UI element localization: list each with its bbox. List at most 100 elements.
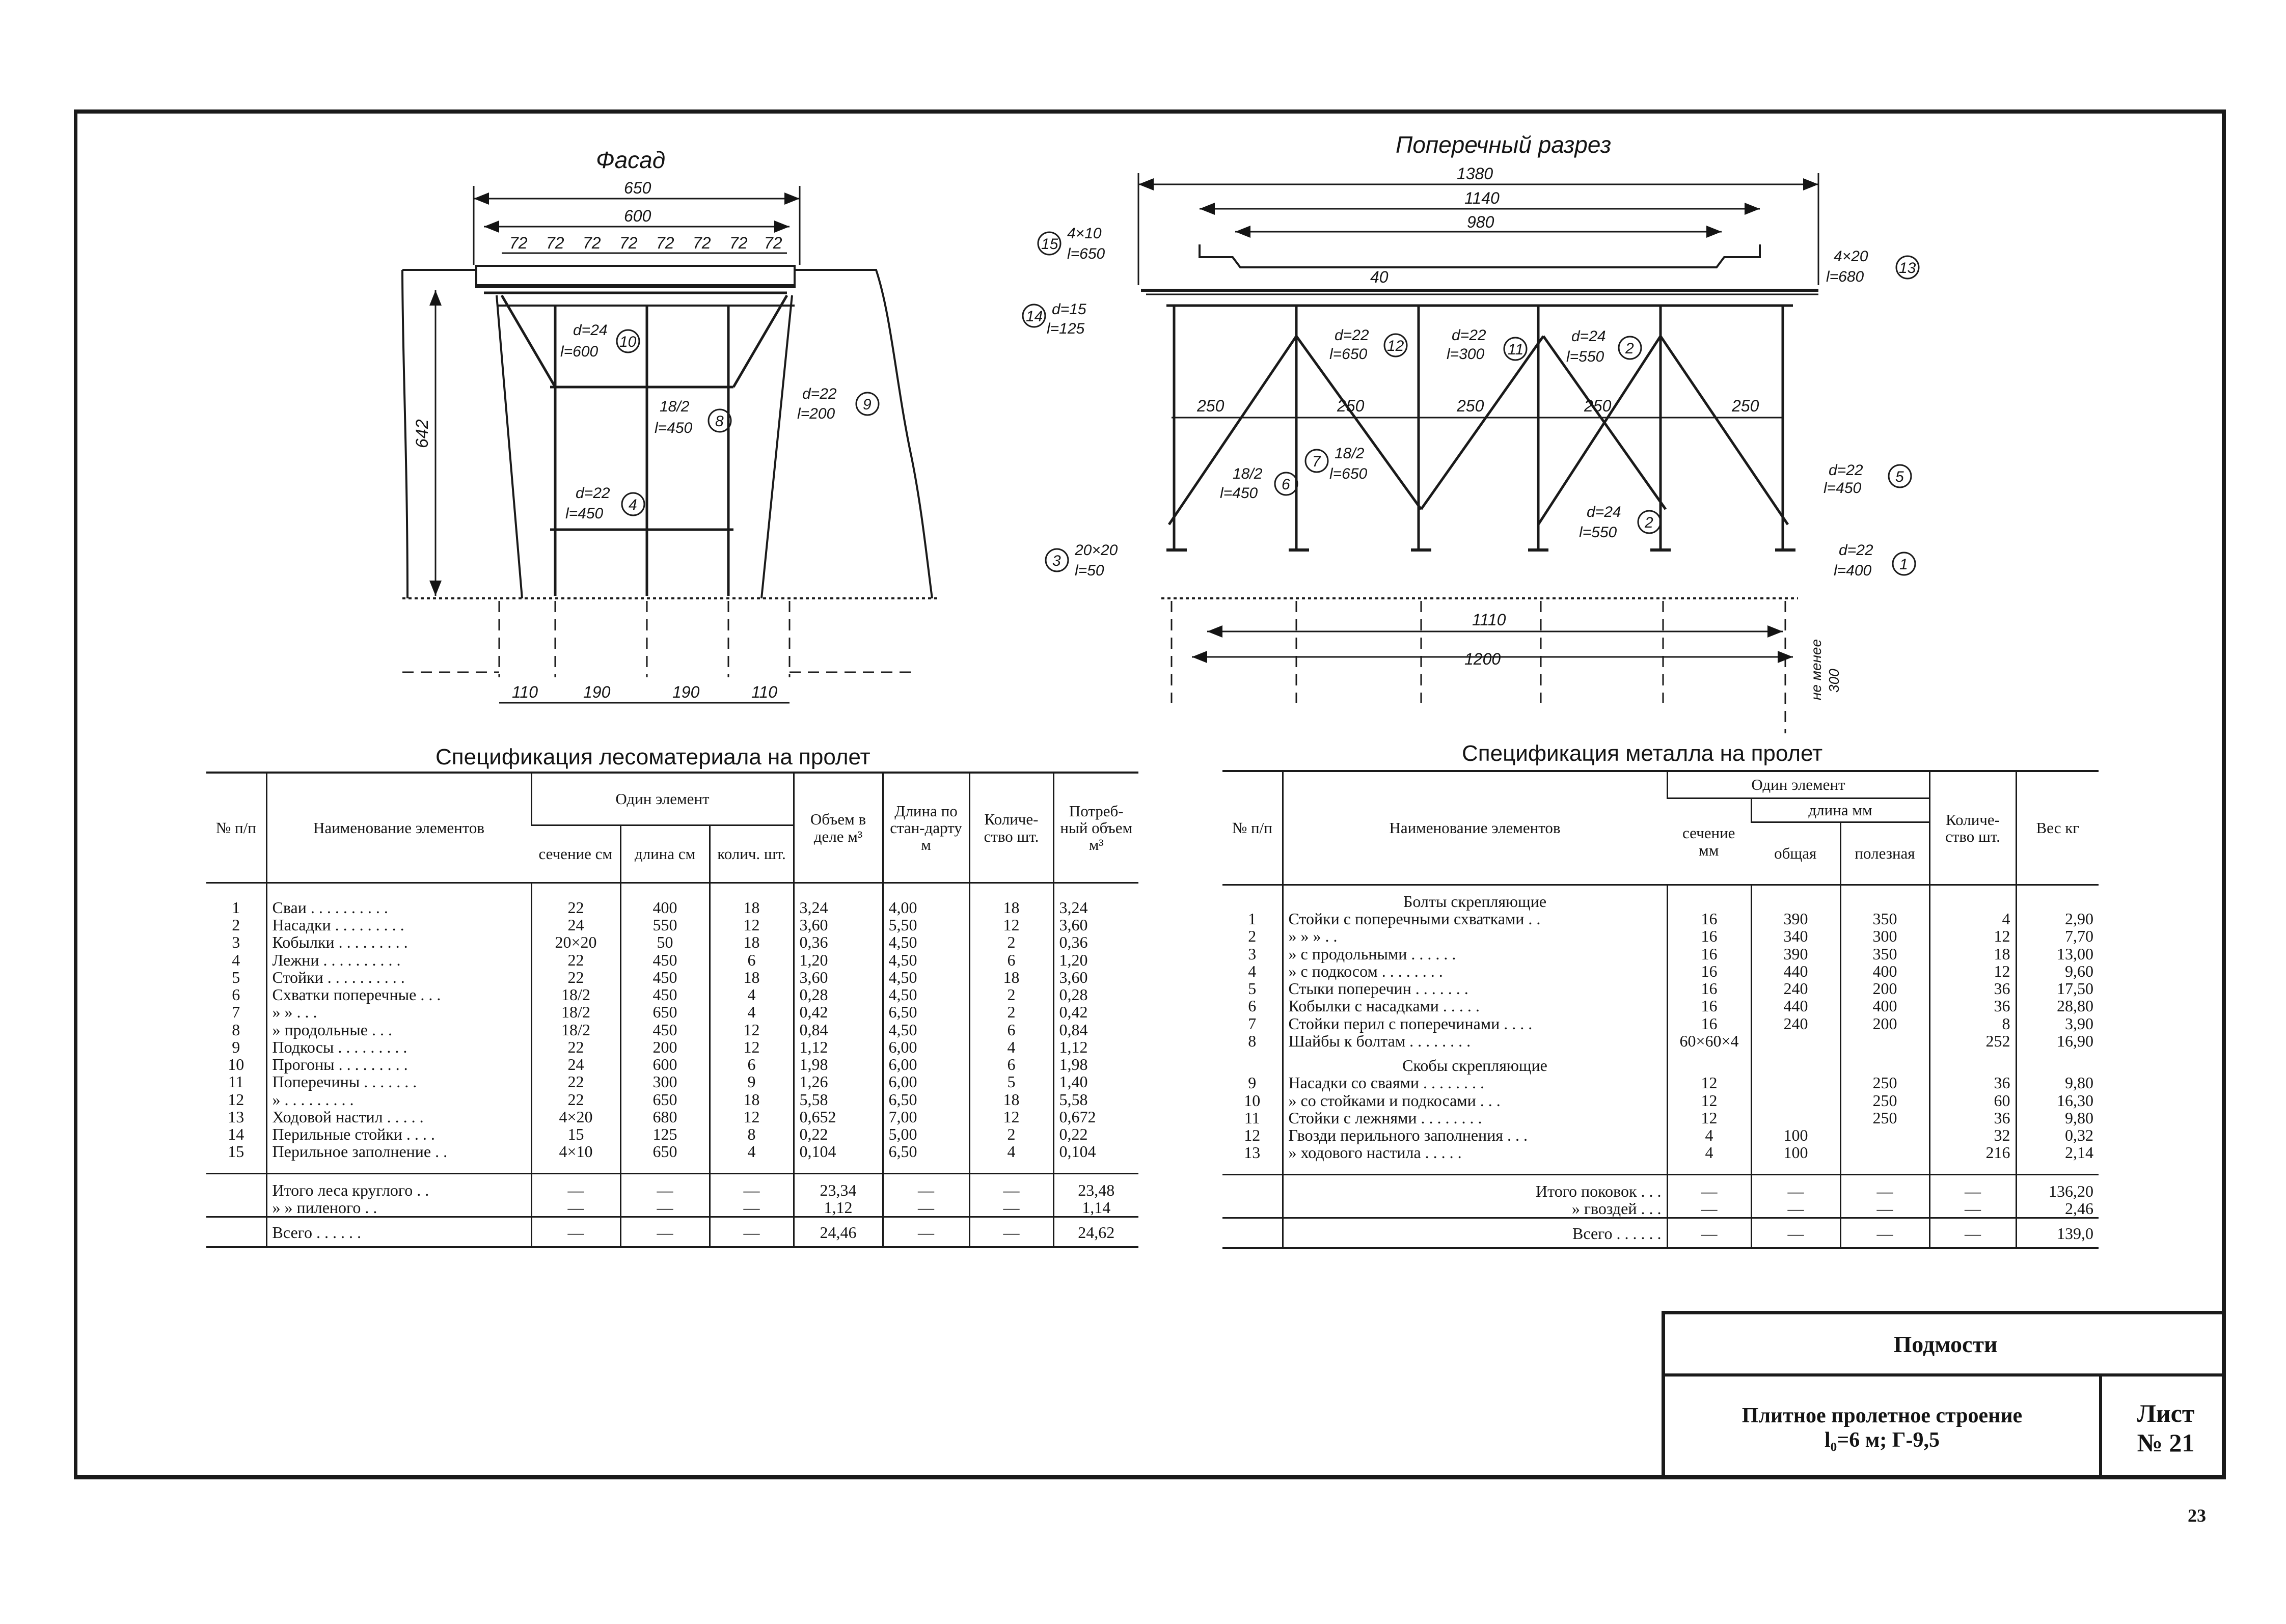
cell-weight: 9,60	[2015, 962, 2099, 980]
cell-total-len	[1750, 1032, 1840, 1050]
cell-weight: 9,80	[2015, 1074, 2099, 1092]
cell-volume: 1,26	[793, 1073, 883, 1091]
metal-h-length: длина мм	[1750, 798, 1929, 823]
cell-quantity: —	[1928, 1217, 2016, 1250]
total-row: Итого поковок . . .————136,20	[1222, 1173, 2099, 1200]
metal-h-weight: Вес кг	[2015, 770, 2099, 886]
cell-quantity: 18	[1928, 945, 2016, 962]
cell-std-length: 5,00	[882, 1125, 969, 1143]
cell-section: 16	[1666, 1014, 1751, 1032]
section-dim-1140: 1140	[1464, 189, 1500, 207]
cell-required: 3,60	[1052, 969, 1138, 986]
spacing-72-1: 72	[509, 234, 528, 252]
cell-section: 4	[1666, 1144, 1751, 1175]
cell-quantity: 4	[1928, 910, 2016, 927]
callout-10-a: d=24	[573, 322, 608, 339]
cell-volume: 5,58	[793, 1090, 883, 1108]
bay-250-4: 250	[1584, 397, 1612, 415]
cell-length: 650	[619, 1143, 710, 1174]
cell-required: 3,24	[1052, 883, 1138, 917]
callout-5-b: l=450	[1824, 480, 1862, 497]
cell-total-len: 340	[1750, 927, 1840, 945]
cell-useful-len	[1839, 1144, 1929, 1175]
cell-section: 12	[1666, 1091, 1751, 1109]
callout-6-b: l=450	[1220, 485, 1258, 502]
cell-useful-len: 200	[1839, 1014, 1929, 1032]
cell-section: 24	[530, 1056, 620, 1073]
cell-section: 12	[1666, 1074, 1751, 1092]
cell-name: » » » . .	[1282, 927, 1667, 945]
section-note-300: 300	[1826, 669, 1842, 693]
cell-num: 2	[1248, 927, 1257, 946]
section-bay-dims: 250 250 250 250 250	[1196, 397, 1759, 415]
callout-14-b: l=125	[1047, 320, 1085, 337]
cell-std-length: 7,00	[882, 1108, 969, 1125]
cell-empty	[1928, 1050, 2016, 1075]
cell-total-len: 240	[1750, 980, 1840, 997]
timber-h-count: колич. шт.	[709, 825, 794, 884]
cell-std-length: 4,50	[882, 933, 969, 951]
cell-volume: 0,104	[793, 1143, 883, 1174]
cell-count: 12	[709, 1038, 794, 1056]
facade-dim-110b: 110	[751, 683, 777, 701]
group-label: Скобы скрепляющие	[1282, 1050, 1667, 1075]
cell-required: 0,22	[1052, 1125, 1138, 1143]
cell-required: 5,58	[1052, 1090, 1138, 1108]
timber-h-one-element: Один элемент	[530, 772, 794, 826]
cell-length: 400	[619, 883, 710, 917]
cell-num: 6	[232, 985, 240, 1004]
cell-std-length: 5,50	[882, 916, 969, 933]
section-dim-980: 980	[1467, 213, 1494, 231]
cell-volume: 1,98	[793, 1056, 883, 1073]
cell-section: 18/2	[530, 1003, 620, 1021]
cell-std-length: 6,00	[882, 1056, 969, 1073]
total-row: » » пиленого . .———1,12——1,14	[206, 1198, 1138, 1217]
cell-name: Перильное заполнение . .	[265, 1143, 531, 1174]
cell-weight: 17,50	[2015, 980, 2099, 997]
cell-quantity: 12	[1928, 962, 2016, 980]
metal-grand-total: Всего . . . . . .————139,0	[1222, 1217, 2099, 1250]
cell-count: 6	[709, 951, 794, 969]
cell-count: —	[709, 1216, 794, 1249]
title-block-line2: l₀=6 м; Г-9,5	[1825, 1428, 1940, 1452]
timber-grand-total: Всего . . . . . .———24,46——24,62	[206, 1216, 1138, 1249]
cell-std-length: 6,50	[882, 1143, 969, 1174]
cell-quantity: 4	[968, 1143, 1053, 1174]
callout-2b-a: d=24	[1587, 504, 1621, 520]
cell-quantity: —	[968, 1198, 1053, 1217]
spacing-72-3: 72	[583, 234, 601, 252]
cell-length: 450	[619, 986, 710, 1003]
cell-count: 9	[709, 1073, 794, 1091]
cell-weight: 2,14	[2015, 1144, 2099, 1175]
cell-num: 9	[232, 1037, 240, 1056]
cell-quantity: 60	[1928, 1091, 2016, 1109]
title-block-line1: Плитное пролетное строение	[1741, 1404, 2023, 1427]
callout-6-num: 6	[1282, 476, 1290, 493]
cell-num: 14	[228, 1125, 244, 1144]
cell-num: 4	[232, 950, 240, 969]
cell-count: 6	[709, 1056, 794, 1073]
cell-count: 18	[709, 969, 794, 986]
title-block-description: Плитное пролетное строение l₀=6 м; Г-9,5	[1665, 1377, 2102, 1479]
callout-3-a: 20×20	[1074, 542, 1118, 559]
cell-useful-len: —	[1839, 1217, 1929, 1250]
callout-7-a: 18/2	[1335, 445, 1365, 462]
cell-length: —	[619, 1172, 710, 1199]
cell-quantity: 36	[1928, 1109, 2016, 1126]
cell-num: 2	[232, 916, 240, 934]
cell-empty	[1222, 885, 1283, 911]
cell-useful-len: 400	[1839, 962, 1929, 980]
cell-section: —	[1666, 1173, 1751, 1200]
cell-required: 24,62	[1052, 1216, 1138, 1249]
cell-quantity: 18	[968, 969, 1053, 986]
callout-12-num: 12	[1387, 338, 1404, 354]
cell-empty	[1839, 1050, 1929, 1075]
cell-count: 4	[709, 1003, 794, 1021]
cell-empty	[1750, 885, 1840, 911]
